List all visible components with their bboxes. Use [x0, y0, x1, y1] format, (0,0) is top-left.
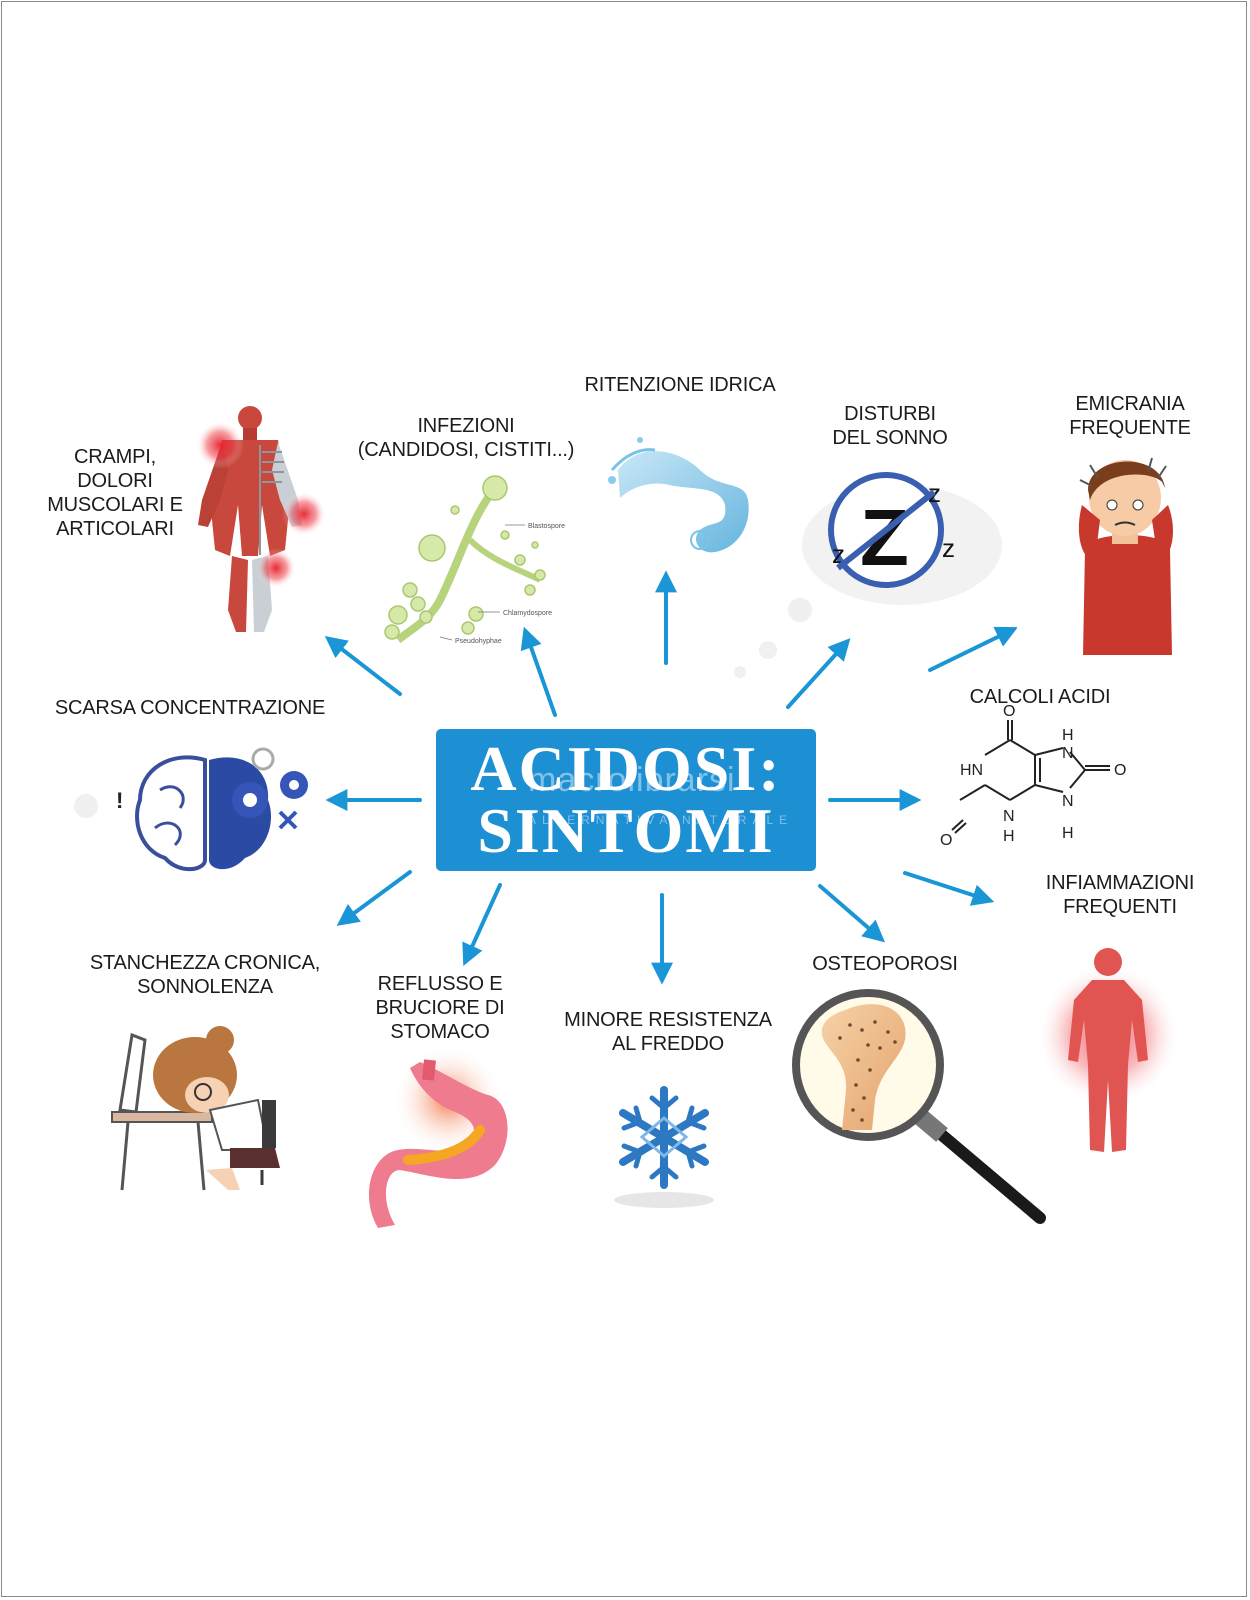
- stomach-icon: [368, 1045, 508, 1228]
- inflamed-body-icon: [1036, 948, 1180, 1152]
- svg-text:O: O: [1003, 703, 1015, 720]
- label-stanchezza: STANCHEZZA CRONICA, SONNOLENZA: [89, 952, 321, 998]
- arrow-osteoporosi: [818, 884, 885, 943]
- no-sleep-icon: Z z z z: [734, 472, 1002, 678]
- svg-text:Z: Z: [860, 493, 909, 582]
- title-line-1: ACIDOSI:: [470, 733, 782, 804]
- arrow-infiammazioni: [903, 871, 995, 906]
- label-reflusso: REFLUSSO E BRUCIORE DI STOMACO: [375, 973, 505, 1043]
- yeast-label-blastospore: Blastospore: [528, 523, 565, 530]
- brain-gears-icon: !: [74, 747, 308, 872]
- svg-text:H: H: [1062, 825, 1074, 842]
- label-infiammazioni: INFIAMMAZIONI FREQUENTI: [1045, 872, 1195, 918]
- label-crampi: CRAMPI, DOLORI MUSCOLARI E ARTICOLARI: [47, 446, 183, 540]
- svg-text:N: N: [1062, 793, 1074, 810]
- water-splash-icon: [608, 437, 749, 553]
- headache-person-icon: [1078, 457, 1173, 655]
- arrows: [324, 570, 1018, 985]
- svg-text:z: z: [942, 533, 955, 563]
- center-title-box: ACIDOSI: SINTOMI macrolibrarsi ALTERNATI…: [436, 729, 816, 871]
- svg-text:HN: HN: [960, 762, 983, 779]
- yeast-cell-icon: [384, 475, 546, 644]
- svg-text:!: !: [116, 788, 123, 813]
- label-freddo: MINORE RESISTENZA AL FREDDO: [564, 1009, 772, 1055]
- title-line-2: SINTOMI: [477, 795, 775, 866]
- molecule-atoms: O HN N H O N H N H O: [940, 703, 1126, 849]
- arrow-emicrania: [928, 626, 1018, 672]
- uric-acid-molecule-icon: [951, 720, 1110, 834]
- arrow-stanchezza: [336, 870, 412, 926]
- label-concentrazione: SCARSA CONCENTRAZIONE: [54, 697, 326, 719]
- arrow-infezioni: [520, 626, 557, 717]
- label-emicrania: EMICRANIA FREQUENTE: [1069, 393, 1191, 439]
- yeast-label-chlamydospore: Chlamydospore: [503, 610, 552, 617]
- svg-text:N: N: [1062, 745, 1074, 762]
- label-calcoli: CALCOLI ACIDI: [969, 686, 1111, 708]
- svg-text:H: H: [1003, 828, 1015, 845]
- arrow-sonno: [786, 638, 851, 709]
- bone-magnifier-icon: [792, 989, 1046, 1224]
- muscle-skeleton-icon: [196, 406, 326, 632]
- label-ritenzione: RITENZIONE IDRICA: [584, 374, 776, 396]
- arrow-reflusso: [462, 883, 502, 967]
- svg-text:H: H: [1062, 727, 1074, 744]
- tired-woman-desk-icon: [111, 1026, 280, 1191]
- yeast-label-pseudohyphae: Pseudohyphae: [455, 638, 502, 645]
- svg-text:O: O: [1114, 762, 1126, 779]
- svg-text:O: O: [940, 832, 952, 849]
- arrow-crampi: [324, 635, 402, 696]
- label-sonno: DISTURBI DEL SONNO: [832, 403, 948, 449]
- watermark-brand: macrolibrarsi: [528, 761, 736, 799]
- label-infezioni: INFEZIONI (CANDIDOSI, CISTITI...): [357, 415, 575, 461]
- label-osteoporosi: OSTEOPOROSI: [812, 953, 958, 975]
- svg-text:N: N: [1003, 808, 1015, 825]
- watermark-tagline: ALTERNATIVA NATURALE: [528, 813, 794, 827]
- snowflake-icon: [614, 1086, 714, 1208]
